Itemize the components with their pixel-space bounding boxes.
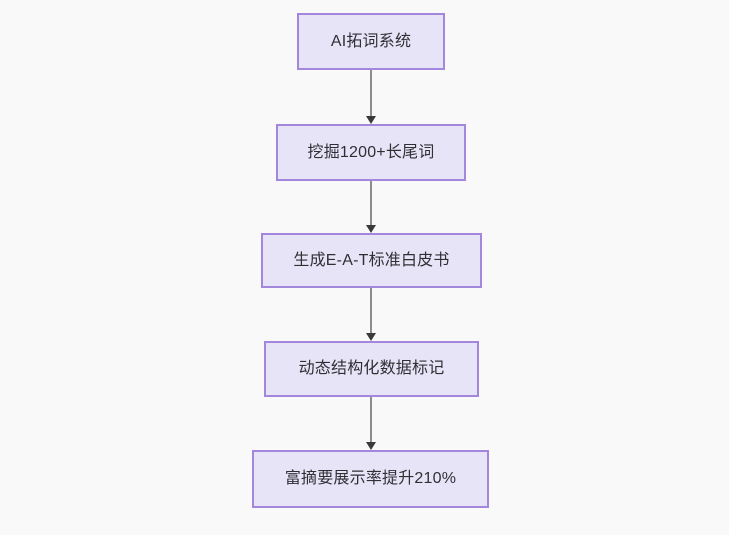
- flow-node-mine-longtail-keywords[interactable]: 挖掘1200+长尾词: [276, 124, 466, 181]
- flow-node-rich-snippet-impression-lift[interactable]: 富摘要展示率提升210%: [252, 450, 489, 508]
- arrowhead-down-icon: [366, 333, 376, 341]
- flow-node-label: 富摘要展示率提升210%: [284, 470, 457, 487]
- connector-line: [370, 70, 372, 117]
- arrowhead-down-icon: [366, 442, 376, 450]
- arrowhead-down-icon: [366, 116, 376, 124]
- flow-node-label: 生成E-A-T标准白皮书: [293, 251, 450, 269]
- flow-node-label: AI拓词系统: [330, 32, 412, 50]
- arrowhead-down-icon: [366, 225, 376, 233]
- connector-line: [370, 181, 372, 226]
- flow-connector-2: [365, 181, 377, 233]
- flow-connector-1: [365, 70, 377, 124]
- connector-line: [370, 288, 372, 334]
- connector-line: [370, 397, 372, 443]
- flow-node-ai-keyword-system[interactable]: AI拓词系统: [297, 13, 445, 70]
- flow-connector-4: [365, 397, 377, 450]
- flow-node-dynamic-structured-data-markup[interactable]: 动态结构化数据标记: [264, 341, 479, 397]
- flow-connector-3: [365, 288, 377, 341]
- flow-node-label: 动态结构化数据标记: [298, 360, 445, 377]
- flow-node-label: 挖掘1200+长尾词: [307, 143, 435, 161]
- flow-node-generate-eat-whitepaper[interactable]: 生成E-A-T标准白皮书: [261, 233, 482, 288]
